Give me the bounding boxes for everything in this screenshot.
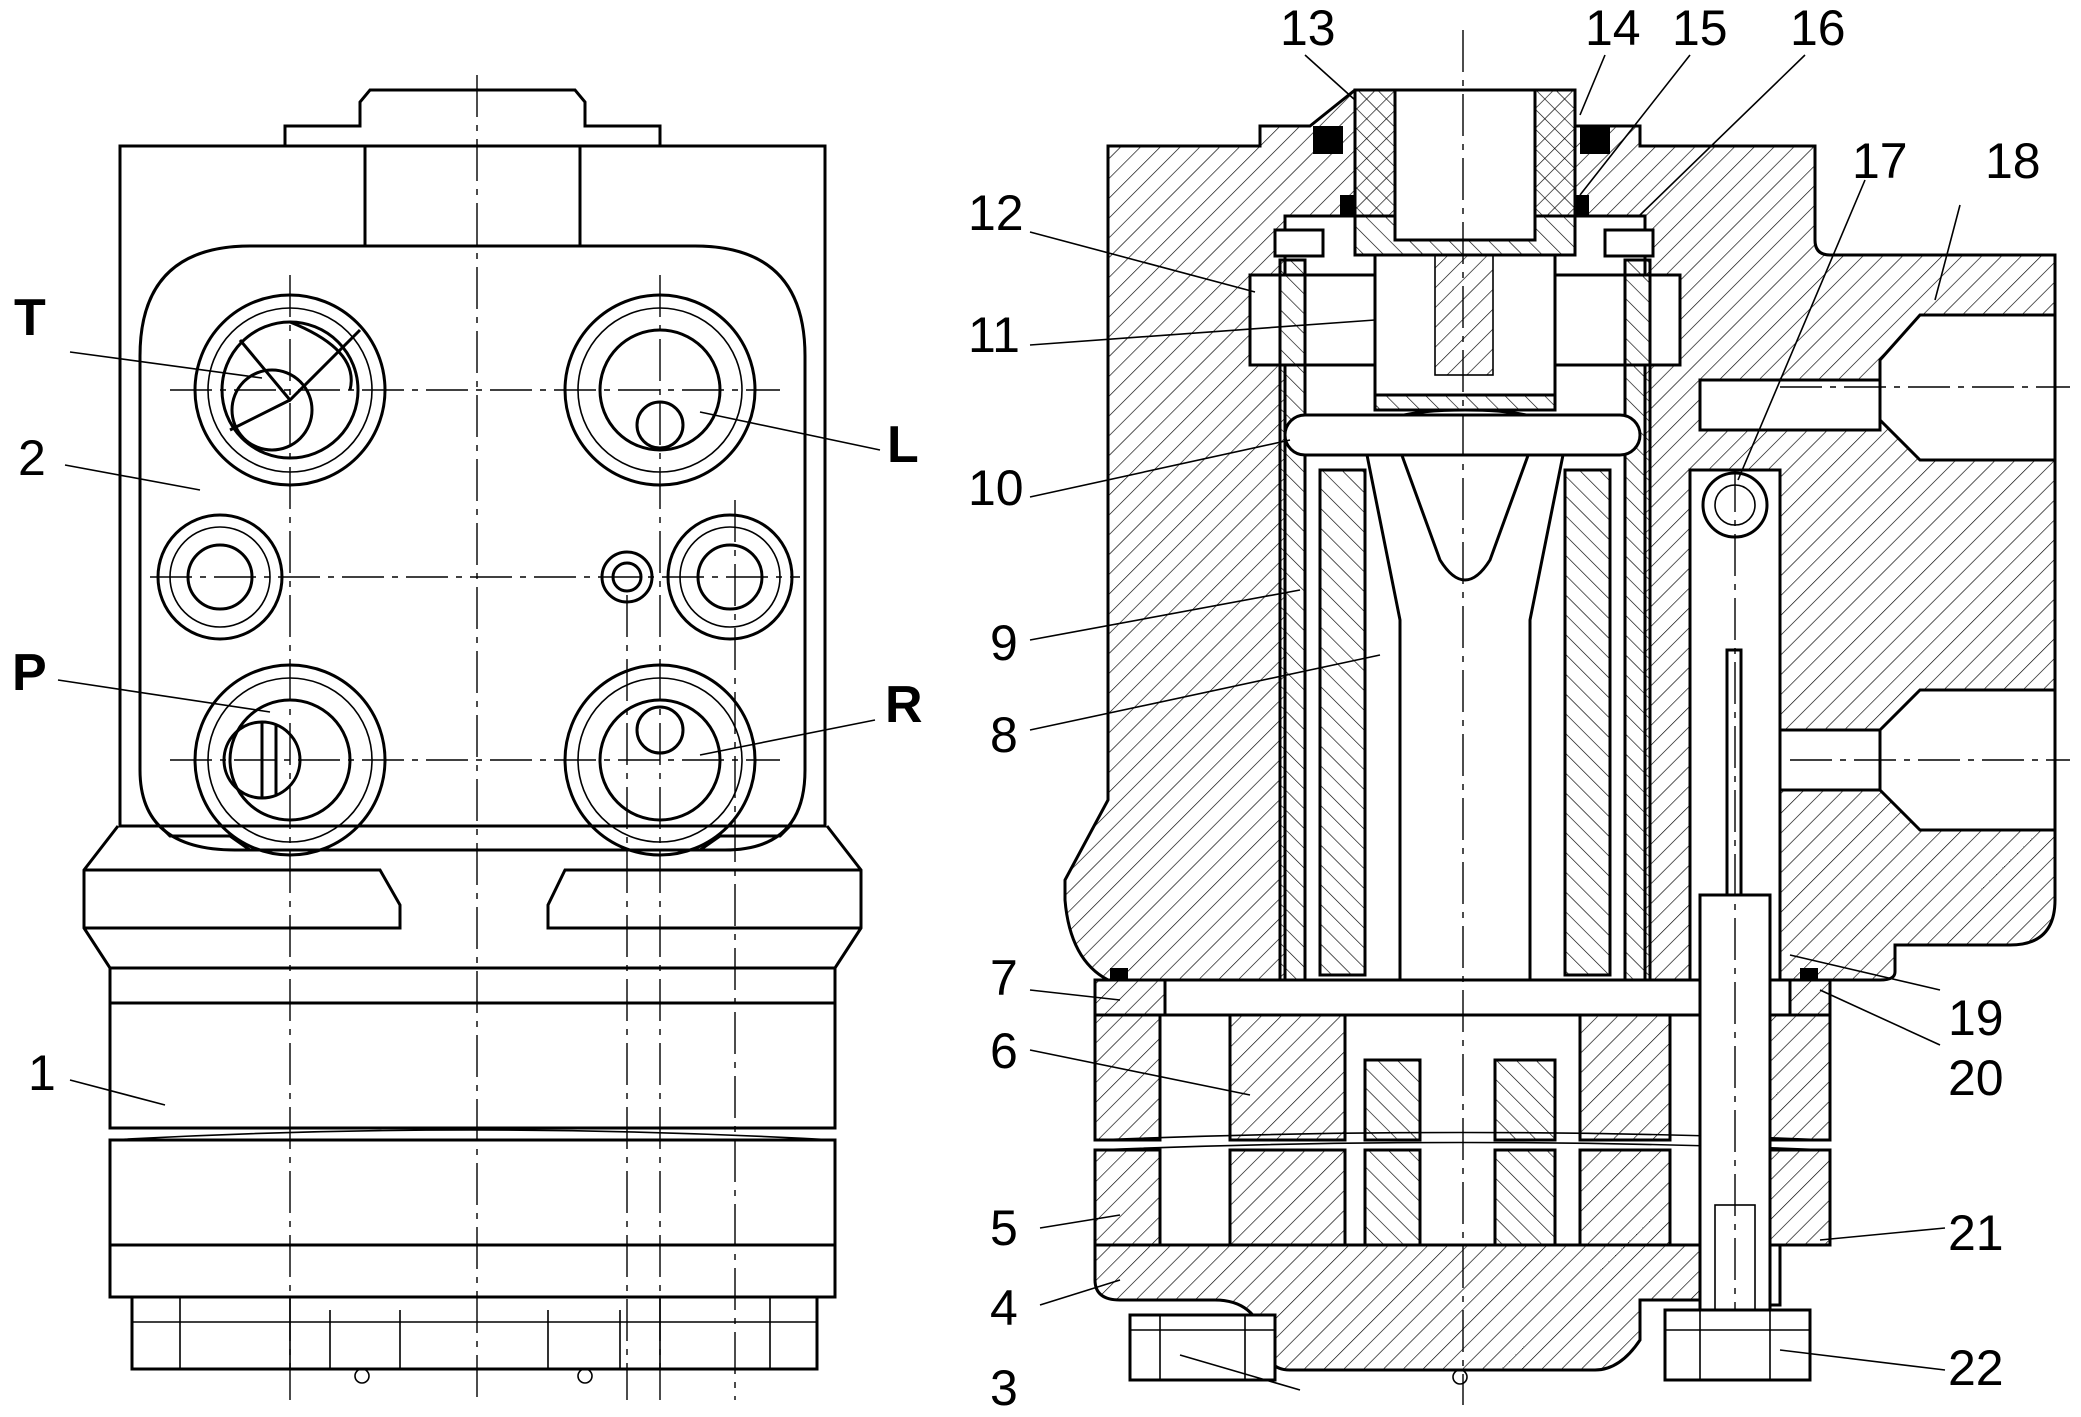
part-labels-right: 3 4 5 6 7 8 9 10 11 12 13 14 15 16 17 18…	[968, 0, 2041, 1416]
end-cap	[130, 1295, 819, 1371]
label-part-5: 5	[990, 1200, 1018, 1256]
section-centre-lines	[1462, 30, 2070, 1405]
external-view	[82, 75, 863, 1400]
label-part-19: 19	[1948, 990, 2004, 1046]
label-part-9: 9	[990, 615, 1018, 671]
label-part-4: 4	[990, 1280, 1018, 1336]
o-ring-14	[1313, 126, 1343, 154]
label-part-22: 22	[1948, 1340, 2004, 1396]
label-part-14: 14	[1585, 0, 1641, 56]
label-part-1: 1	[28, 1045, 56, 1101]
gerotor-rotor	[1228, 1013, 1672, 1247]
label-part-15: 15	[1672, 0, 1728, 56]
label-part-11: 11	[968, 307, 1020, 363]
label-part-13: 13	[1280, 0, 1336, 56]
section-view	[1063, 30, 2070, 1405]
port-labels: T L P R	[12, 289, 923, 734]
bolt-3	[1128, 1313, 1277, 1382]
label-part-18: 18	[1985, 133, 2041, 189]
centre-lines	[150, 75, 800, 1400]
valve-body-outline	[118, 144, 827, 828]
port-face	[138, 244, 807, 852]
label-part-16: 16	[1790, 0, 1846, 56]
part-labels-left: 2 1	[18, 430, 56, 1101]
bolt-22	[1663, 1308, 1812, 1382]
label-part-10: 10	[968, 460, 1024, 516]
label-part-21: 21	[1948, 1205, 2004, 1261]
label-part-3: 3	[990, 1360, 1018, 1416]
port-bore-upper	[1878, 313, 2057, 462]
label-part-2: 2	[18, 430, 46, 486]
mounting-flange	[120, 824, 825, 852]
label-part-17: 17	[1852, 133, 1908, 189]
spool	[1318, 468, 1612, 977]
label-port-R: R	[885, 676, 923, 734]
label-part-8: 8	[990, 707, 1018, 763]
thrust-bearing	[1273, 228, 1325, 258]
leader-lines	[57, 54, 1961, 1391]
label-part-20: 20	[1948, 1050, 2004, 1106]
label-part-6: 6	[990, 1023, 1018, 1079]
top-boss	[283, 88, 662, 148]
label-port-T: T	[14, 289, 46, 347]
label-part-7: 7	[990, 950, 1018, 1006]
label-port-P: P	[12, 644, 47, 702]
shaft-housing	[363, 144, 582, 248]
label-part-12: 12	[968, 185, 1024, 241]
rotor-housing	[108, 966, 837, 1005]
label-port-L: L	[887, 416, 919, 474]
